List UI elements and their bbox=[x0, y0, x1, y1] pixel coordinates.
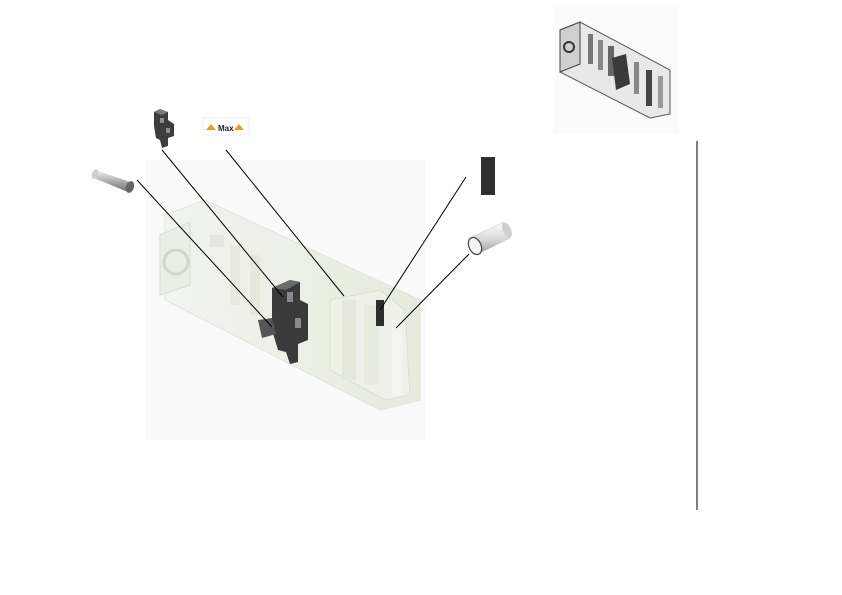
leader-line-large-rod bbox=[395, 253, 470, 329]
max-label-tag: Max bbox=[202, 117, 250, 136]
leader-lines bbox=[136, 149, 470, 329]
assembled-unit-thumbnail bbox=[553, 4, 679, 134]
leader-line-clip-bracket bbox=[161, 149, 284, 298]
large-rod bbox=[467, 221, 512, 256]
installed-clip-bracket bbox=[258, 280, 308, 364]
leader-line-small-rod bbox=[136, 179, 273, 328]
leader-line-dark-plate bbox=[379, 176, 467, 311]
small-rod bbox=[91, 169, 135, 193]
installed-dark-plate bbox=[376, 300, 384, 326]
dark-plate bbox=[481, 157, 495, 195]
clip-bracket bbox=[154, 109, 174, 148]
leader-line-max-label bbox=[225, 149, 345, 297]
up-arrow-icon bbox=[234, 124, 244, 130]
up-arrow-icon bbox=[206, 124, 216, 130]
max-label: Max bbox=[218, 124, 234, 133]
